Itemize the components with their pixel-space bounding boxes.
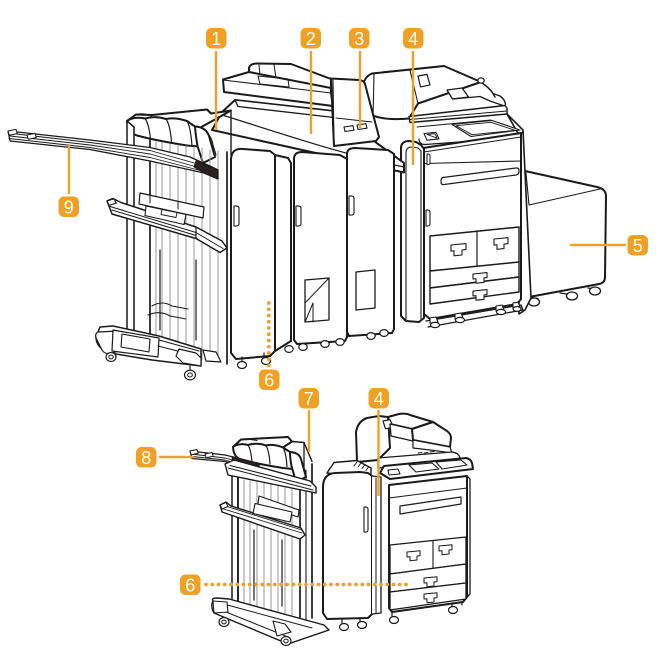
svg-text:7: 7 [304,389,314,409]
svg-text:5: 5 [633,236,643,256]
svg-text:8: 8 [141,448,151,468]
svg-text:2: 2 [306,29,316,49]
svg-text:4: 4 [374,389,384,409]
svg-text:1: 1 [211,29,221,49]
svg-text:4: 4 [408,29,418,49]
svg-text:9: 9 [64,197,74,217]
svg-text:6: 6 [264,370,274,390]
svg-text:6: 6 [185,575,195,595]
svg-text:3: 3 [354,29,364,49]
